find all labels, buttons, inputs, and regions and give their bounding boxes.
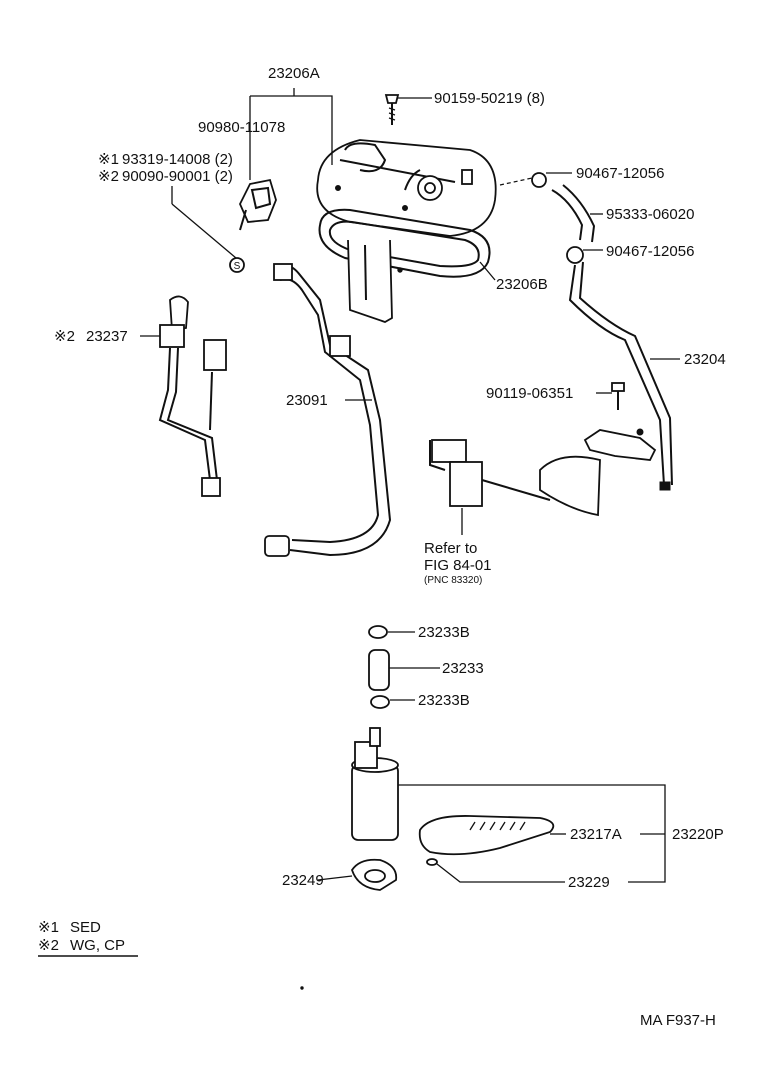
label-23220P: 23220P <box>672 826 724 843</box>
s-ring: S <box>229 257 245 273</box>
cushion-23249 <box>351 858 398 891</box>
refer-line-1: Refer to <box>424 540 477 557</box>
label-90119-06351: 90119-06351 <box>486 385 573 402</box>
s-ring-label: S <box>234 261 241 272</box>
label-90090-90001: 90090-90001 (2) <box>122 168 233 185</box>
label-23206B: 23206B <box>496 276 548 293</box>
label-90467-12056-top: 90467-12056 <box>576 165 664 182</box>
label-23229: 23229 <box>568 874 610 891</box>
label-23249: 23249 <box>282 872 324 889</box>
label-23206A: 23206A <box>268 65 320 82</box>
label-23233B-top: 23233B <box>418 624 470 641</box>
label-23233B-bottom: 23233B <box>418 692 470 709</box>
wire-harness-23237 <box>158 295 227 497</box>
label-23091: 23091 <box>286 392 328 409</box>
legend-mark-2: ※2 <box>38 937 59 954</box>
refer-line-3: (PNC 83320) <box>424 575 482 586</box>
leader-lines <box>140 88 680 883</box>
legend-mark-1: ※1 <box>38 919 59 936</box>
screw-90159 <box>384 94 400 125</box>
hose-23233 <box>368 649 390 691</box>
fuel-pipe-23091 <box>264 263 392 557</box>
legend-note-2: WG, CP <box>70 937 125 954</box>
refer-line-2: FIG 84-01 <box>424 557 492 574</box>
label-90980-11078: 90980-11078 <box>198 119 285 136</box>
tank-gasket <box>318 208 491 278</box>
label-90467-12056-bottom: 90467-12056 <box>606 243 694 260</box>
bolt-90119 <box>611 382 625 410</box>
label-23237: 23237 <box>86 328 128 345</box>
note-mark-2-harness: ※2 <box>54 328 75 345</box>
fuel-filter-23217A <box>418 815 555 856</box>
hose-assembly-right <box>531 172 673 491</box>
fuel-pump-body <box>351 727 399 841</box>
label-93319-14008: 93319-14008 (2) <box>122 151 233 168</box>
label-23217A: 23217A <box>570 826 622 843</box>
stray-dot <box>300 986 304 990</box>
figure-code: MA F937-H <box>640 1012 716 1029</box>
label-90159-50219: 90159-50219 (8) <box>434 90 545 107</box>
fuel-gauge-sender <box>429 439 601 517</box>
legend-notes: ※1 SED ※2 WG, CP <box>38 919 138 957</box>
clamp-23233B-bottom <box>370 695 390 709</box>
label-95333-06020: 95333-06020 <box>606 206 694 223</box>
sender-bracket <box>583 428 657 461</box>
legend-note-1: SED <box>70 919 101 936</box>
pump-bracket <box>347 239 393 323</box>
connector-90980 <box>239 178 277 231</box>
clip-23229 <box>426 858 438 866</box>
note-mark-1-top: ※1 <box>98 151 119 168</box>
clamp-23233B-top <box>368 625 388 639</box>
note-mark-2-top: ※2 <box>98 168 119 185</box>
label-23204: 23204 <box>684 351 726 368</box>
label-23233: 23233 <box>442 660 484 677</box>
